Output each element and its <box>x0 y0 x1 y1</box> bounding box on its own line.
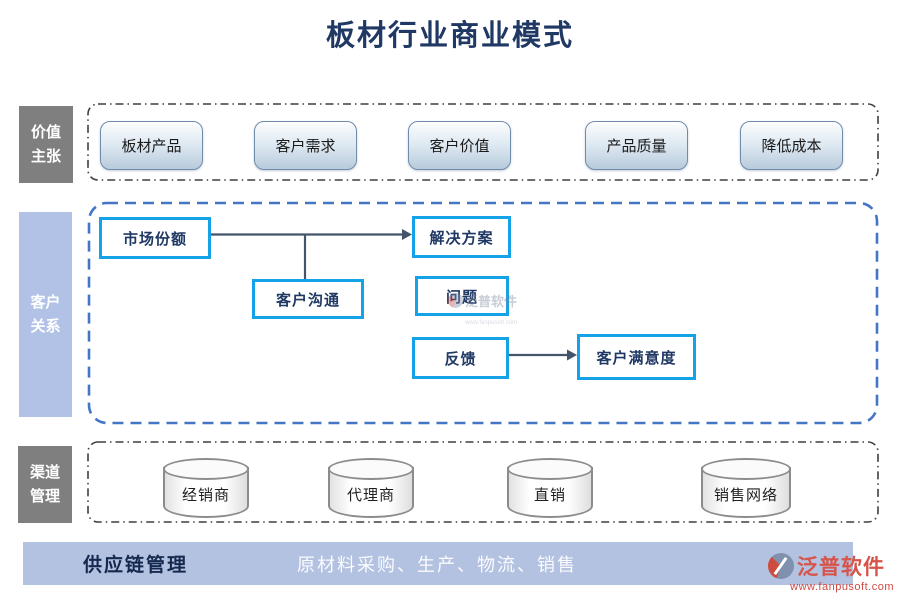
watermark-url: www.fanpusoft.com <box>465 320 518 326</box>
cylinder-top <box>328 458 414 480</box>
cylinder-label: 经销商 <box>181 487 230 504</box>
cylinder-label: 销售网络 <box>713 487 778 504</box>
sidebar-item-customer-relations: 客户关系 <box>19 212 72 417</box>
value-item-cost-reduction: 降低成本 <box>740 121 843 170</box>
channel-cylinder-sales-network: 销售网络 <box>701 458 791 518</box>
sidebar-item-value-proposition: 价值主张 <box>19 106 73 183</box>
arrow-feedback-to-satisfaction-head <box>567 349 577 361</box>
brand-url-link[interactable]: www.fanpusoft.com <box>790 581 894 593</box>
sidebar-item-channel-management: 渠道管理 <box>18 446 72 523</box>
watermark-name: 泛普软件 <box>465 294 518 309</box>
sidebar-label: 价值主张 <box>30 124 61 165</box>
cylinder-top <box>163 458 249 480</box>
pill-label: 客户需求 <box>275 138 336 155</box>
flow-node-label: 反馈 <box>444 350 477 368</box>
arrow-market-to-solution-head <box>402 229 412 240</box>
value-item-customer-needs: 客户需求 <box>254 121 357 170</box>
channel-cylinder-agent: 代理商 <box>328 458 414 518</box>
pill-label: 客户价值 <box>429 138 490 155</box>
cylinder-label: 代理商 <box>346 487 395 504</box>
flow-node-market-share: 市场份额 <box>99 217 211 259</box>
flow-node-label: 解决方案 <box>429 229 494 247</box>
brand-logo: 泛普软件 www.fanpusoft.com <box>768 551 894 593</box>
sidebar-label: 渠道管理 <box>29 464 60 505</box>
cylinder-top <box>701 458 791 480</box>
pill-label: 板材产品 <box>121 138 182 155</box>
fanpu-logo-icon <box>768 553 794 579</box>
fanpu-logo-icon <box>448 293 463 308</box>
flow-node-solution: 解决方案 <box>412 216 511 258</box>
cylinder-label: 直销 <box>533 487 566 504</box>
sidebar-label: 客户关系 <box>30 294 61 335</box>
flow-node-customer-satisfaction: 客户满意度 <box>577 334 696 380</box>
brand-name: 泛普软件 <box>797 556 885 579</box>
supply-chain-bar: 供应链管理 原材料采购、生产、物流、销售 <box>23 542 853 585</box>
flow-node-feedback: 反馈 <box>412 337 509 379</box>
flow-node-label: 客户沟通 <box>275 291 340 309</box>
flow-node-label: 客户满意度 <box>596 349 677 367</box>
flow-node-label: 市场份额 <box>122 230 187 248</box>
pill-label: 产品质量 <box>606 138 667 155</box>
supply-chain-label: 供应链管理 <box>83 555 189 576</box>
page-title: 板材行业商业模式 <box>325 20 574 52</box>
channel-cylinder-distributor: 经销商 <box>163 458 249 518</box>
cylinder-top <box>507 458 593 480</box>
watermark: 泛普软件 www.fanpusoft.com <box>448 291 517 329</box>
value-item-customer-value: 客户价值 <box>408 121 511 170</box>
value-item-product-quality: 产品质量 <box>585 121 688 170</box>
value-item-board-products: 板材产品 <box>100 121 203 170</box>
flow-node-customer-communication: 客户沟通 <box>252 279 364 319</box>
supply-chain-steps: 原材料采购、生产、物流、销售 <box>297 554 577 575</box>
channel-cylinder-direct-sales: 直销 <box>507 458 593 518</box>
pill-label: 降低成本 <box>761 138 822 155</box>
